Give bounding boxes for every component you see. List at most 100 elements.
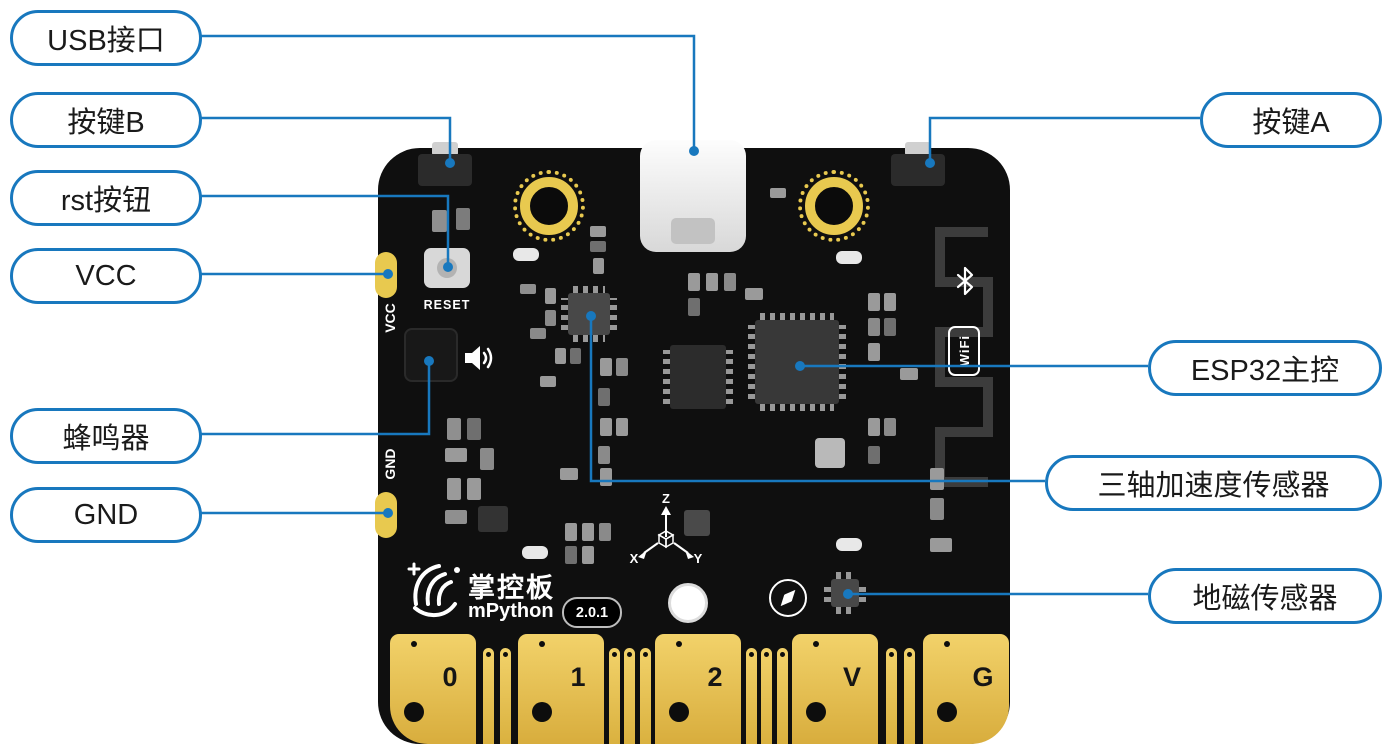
accelerometer-chip-pins [573,286,605,293]
smd-component [582,546,594,564]
speaker-icon [465,346,493,370]
smd-component [770,188,786,198]
smd-component [520,284,536,294]
edge-pin-strip-dot [907,652,913,657]
reset-label: RESET [423,298,471,312]
smd-component [478,506,508,532]
edge-pad-dot [944,641,950,647]
callout-esp32: ESP32主控 [1148,340,1382,396]
smd-component [688,298,700,316]
board-hole [668,583,708,623]
smd-component [545,288,556,304]
edge-pin-strip [624,648,635,744]
edge-pin-label-g: G [972,662,994,692]
edge-pin-label-0: 0 [442,662,458,692]
callout-button-a: 按键A [1200,92,1382,148]
callout-rst-button: rst按钮 [10,170,202,226]
esp32-chip-pins [760,313,834,320]
smd-component [530,328,546,339]
smd-component [565,523,577,541]
edge-pad-dot [539,641,545,647]
usb-c-connector [640,140,746,252]
compass-icon [769,579,807,617]
smd-component [868,293,880,311]
callout-button-b: 按键B [10,92,202,148]
smd-component [480,448,494,470]
version-badge: 2.0.1 [562,597,622,628]
edge-pin-strip [761,648,772,744]
callout-magnetometer: 地磁传感器 [1148,568,1382,624]
smd-component [582,523,594,541]
smd-component [467,418,481,440]
edge-pin-strip-dot [503,652,509,657]
callout-usb-port: USB接口 [10,10,202,66]
smd-component [445,510,467,524]
edge-pin-label-2: 2 [707,662,723,692]
edge-pad-hole [532,702,552,722]
accelerometer-chip-pins [573,335,605,342]
brand-name-en: mPython [468,600,554,622]
mounting-hole-right [798,170,870,242]
smd-component [447,478,461,500]
axis-z-label: Z [662,493,670,506]
smd-component [593,258,604,274]
smd-component [684,510,710,536]
edge-pin-strip-dot [642,652,648,657]
edge-pin-strip-dot [748,652,754,657]
edge-pin-strip [500,648,512,744]
usb-c-inner [671,218,715,244]
smd-component [447,418,461,440]
edge-pin-label-v: V [842,662,861,692]
smd-component [445,448,467,462]
button-a-cap [905,142,931,156]
edge-pin-strip-dot [627,652,632,657]
axis-y-label: Y [694,551,703,565]
bluetooth-icon [956,266,974,296]
xyz-axis-icon: Z X Y [630,493,703,565]
mpython-board: RESET VCC GND WiFi [375,140,1010,744]
smd-component [467,478,481,500]
edge-pin-strip [745,648,757,744]
edge-connector: 0 1 2 V G [378,148,1010,744]
edge-pin-strip-dot [764,652,769,657]
edge-pin-strip [885,648,897,744]
smd-component [836,538,862,551]
edge-pad [792,634,878,744]
smd-component [724,273,736,291]
edge-pin-strip [482,648,494,744]
smd-component [930,498,944,520]
smd-component [930,538,952,552]
smd-component [565,546,577,564]
edge-pin-strip [776,648,788,744]
line-usb-port [196,34,696,149]
smd-component [745,288,763,300]
brand-name-cn: 掌控板 [468,573,555,603]
smd-component [545,310,556,326]
edge-pin-strip-dot [779,652,785,657]
magnetometer-chip-pins [836,607,854,614]
edge-pin-strip-dot [888,652,894,657]
accelerometer-chip-pins [561,298,568,330]
smd-component [836,251,862,264]
edge-pad [655,634,741,744]
mpython-logo [407,562,460,617]
edge-pin-strip-dot [611,652,617,657]
magnetometer-chip-pins [824,584,831,602]
edge-pin-strip-dot [485,652,491,657]
edge-pin-strip [639,648,651,744]
callout-vcc: VCC [10,248,202,304]
edge-pin-strip [904,648,916,744]
edge-pad-hole [937,702,957,722]
smd-component [590,241,606,252]
smd-component [456,208,470,230]
edge-pin-strip [608,648,620,744]
edge-pad-hole [404,702,424,722]
smd-component [688,273,700,291]
callout-gnd: GND [10,487,202,543]
edge-pad [390,634,476,744]
smd-component [560,468,578,480]
edge-pad-dot [676,641,682,647]
callout-buzzer: 蜂鸣器 [10,408,202,464]
smd-component [590,226,606,237]
